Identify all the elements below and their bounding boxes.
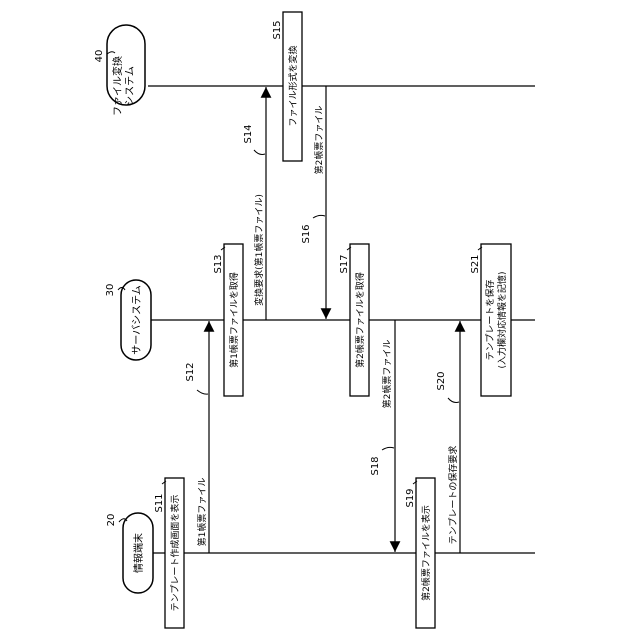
process-s21-text-line1: テンプレートを保存 (484, 280, 496, 361)
message-s18: 第2帳票ファイル S18 (370, 320, 395, 552)
message-s20-label: テンプレートの保存要求 (447, 446, 459, 545)
process-s21-text-line2: (入力欄対応情報を記憶) (496, 271, 508, 368)
lifeline-ref-40: 40 (94, 50, 105, 63)
message-s18-leader (382, 447, 394, 450)
message-s20-leader (448, 398, 459, 403)
process-s19-text: 第2帳票ファイルを表示 (420, 505, 432, 601)
lifeline-ref-20: 20 (106, 514, 117, 527)
lifeline-ref-30: 30 (105, 284, 116, 297)
lifeline-name-40-line1: ファイル変換 (111, 56, 124, 116)
message-s12-label: 第1帳票ファイル (196, 478, 208, 547)
process-s15-step: S15 (272, 20, 283, 39)
process-s17-step: S17 (339, 254, 350, 273)
message-s12-leader (197, 390, 208, 394)
lifeline-header-30: サーバシステム 30 (105, 280, 151, 360)
process-s13-text: 第1帳票ファイルを取得 (228, 272, 240, 368)
process-s11-step: S11 (154, 493, 165, 512)
message-s20: テンプレートの保存要求 S20 (436, 321, 460, 553)
message-s14-step: S14 (243, 124, 254, 143)
message-s14: 変換要求(第1帳票ファイル) S14 (243, 87, 266, 320)
lifeline-name-30: サーバシステム (131, 285, 143, 355)
process-s19-step: S19 (405, 488, 416, 507)
message-s14-leader (254, 150, 265, 155)
lifeline-name-20: 情報端末 (132, 533, 145, 573)
process-s17-text: 第2帳票ファイルを取得 (354, 272, 366, 368)
lifeline-header-40: ファイル変換 システム 40 (94, 25, 145, 116)
process-s15-text: ファイル形式を変換 (287, 45, 299, 126)
process-s13-step: S13 (213, 254, 224, 273)
message-s18-label: 第2帳票ファイル (381, 340, 393, 409)
message-s18-step: S18 (370, 456, 381, 475)
message-s12: 第1帳票ファイル S12 (185, 321, 209, 553)
lifeline-header-20: 情報端末 20 (106, 513, 153, 593)
message-s16-leader (313, 215, 325, 218)
process-s11-text: テンプレート作成画面を表示 (169, 495, 181, 612)
message-s16: 第2帳票ファイル S16 (301, 86, 326, 319)
message-s20-step: S20 (436, 371, 447, 390)
message-s16-step: S16 (301, 224, 312, 243)
lifeline-name-40-line2: システム (124, 66, 136, 106)
message-s12-step: S12 (185, 362, 196, 381)
message-s16-label: 第2帳票ファイル (313, 106, 325, 175)
process-s21-step: S21 (470, 254, 481, 273)
message-s14-label: 変換要求(第1帳票ファイル) (253, 194, 265, 306)
